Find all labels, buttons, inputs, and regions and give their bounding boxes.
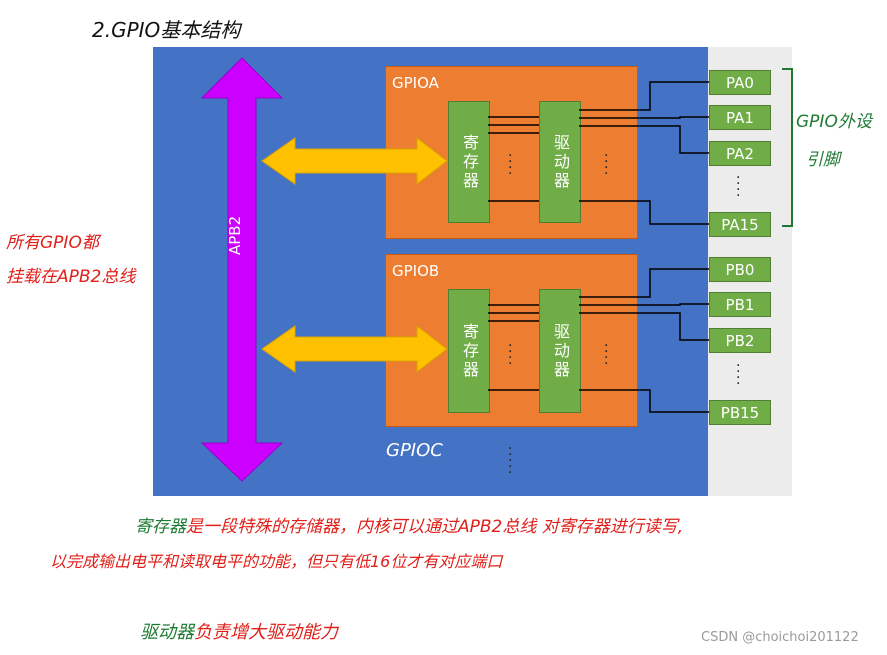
gpioa-label: GPIOA <box>392 74 439 92</box>
bus-note-line1: 所有GPIO都 <box>6 233 99 253</box>
pin-pb1: PB1 <box>709 292 771 317</box>
watermark: CSDN @choichoi201122 <box>701 630 859 645</box>
pins-note-line2: 引脚 <box>806 150 840 170</box>
gpiob-label: GPIOB <box>392 262 440 280</box>
pin-pb0: PB0 <box>709 257 771 282</box>
pin-pa1: PA1 <box>709 105 771 130</box>
gpioa-register: 寄存器 <box>448 101 490 223</box>
register-note-line2: 以完成输出电平和读取电平的功能，但只有低16位才有对应端口 <box>50 552 503 571</box>
apb2-label: APB2 <box>226 215 244 255</box>
gpioc-label: GPIOC <box>386 440 443 461</box>
bus-note-line2: 挂载在APB2总线 <box>6 267 136 287</box>
pin-pa15: PA15 <box>709 212 771 237</box>
register-note-line1: 是一段特殊的存储器，内核可以通过APB2总线 对寄存器进行读写, <box>186 517 684 537</box>
gpioc-ellipsis: ····· <box>508 441 513 481</box>
register-note: 寄存器是一段特殊的存储器，内核可以通过APB2总线 对寄存器进行读写, <box>135 512 683 537</box>
gpiob-data-arrow <box>261 324 448 374</box>
apb2-bus-arrow <box>200 57 284 482</box>
gpioa-driver: 驱动器 <box>539 101 581 223</box>
gpiob-driver-ellipsis: ···· <box>604 338 609 372</box>
driver-note-prefix: 驱动器 <box>140 622 194 643</box>
pin-pb2: PB2 <box>709 328 771 353</box>
pins-note-line1: GPIO外设 <box>796 112 872 132</box>
gpiob-register: 寄存器 <box>448 289 490 413</box>
gpiob-register-ellipsis: ···· <box>508 338 513 372</box>
register-note-prefix: 寄存器 <box>135 517 186 537</box>
gpiob-driver: 驱动器 <box>539 289 581 413</box>
gpioa-data-arrow <box>261 136 448 186</box>
pins-b-ellipsis: ···· <box>736 358 741 392</box>
pin-pa0: PA0 <box>709 70 771 95</box>
pins-bracket <box>782 68 793 227</box>
pin-pa2: PA2 <box>709 141 771 166</box>
driver-note: 驱动器负责增大驱动能力 <box>140 618 338 644</box>
pins-a-ellipsis: ···· <box>736 170 741 204</box>
pin-pb15: PB15 <box>709 400 771 425</box>
gpioa-driver-ellipsis: ···· <box>604 148 609 182</box>
driver-note-text: 负责增大驱动能力 <box>194 622 338 643</box>
gpioa-register-ellipsis: ···· <box>508 148 513 182</box>
page-title: 2.GPIO基本结构 <box>92 18 241 42</box>
